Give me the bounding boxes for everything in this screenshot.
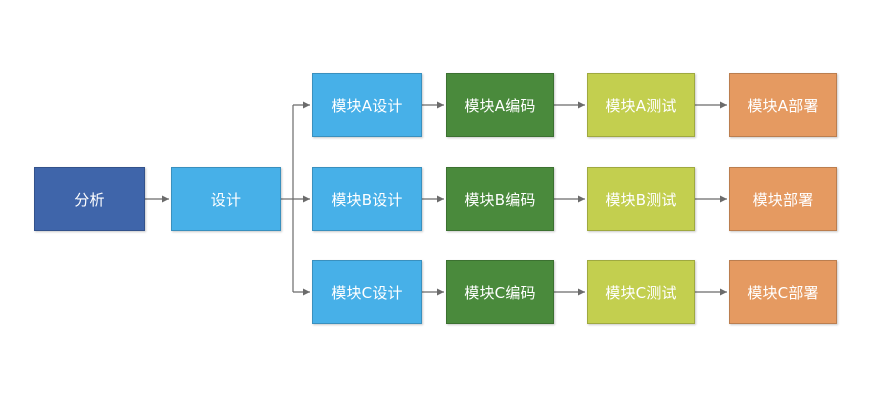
- node-module-b-deploy: 模块部署: [729, 167, 837, 231]
- node-module-b-coding: 模块B编码: [446, 167, 554, 231]
- node-module-b-design: 模块B设计: [312, 167, 422, 231]
- node-module-a-coding: 模块A编码: [446, 73, 554, 137]
- node-module-a-deploy: 模块A部署: [729, 73, 837, 137]
- node-module-a-design: 模块A设计: [312, 73, 422, 137]
- node-analysis: 分析: [34, 167, 145, 231]
- node-module-c-testing: 模块C测试: [587, 260, 695, 324]
- node-module-c-design: 模块C设计: [312, 260, 422, 324]
- node-module-b-testing: 模块B测试: [587, 167, 695, 231]
- node-design: 设计: [171, 167, 281, 231]
- node-module-c-deploy: 模块C部署: [729, 260, 837, 324]
- node-module-a-testing: 模块A测试: [587, 73, 695, 137]
- node-module-c-coding: 模块C编码: [446, 260, 554, 324]
